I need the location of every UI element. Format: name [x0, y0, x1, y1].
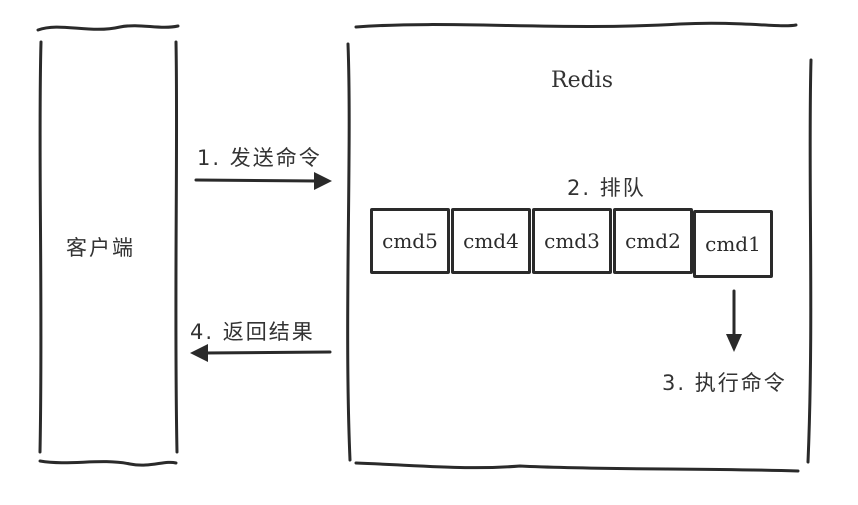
client-label: 客户端: [66, 236, 135, 260]
client-right-edge: [174, 40, 179, 454]
step-queue-label: 2. 排队: [567, 176, 646, 200]
queue-item-cmd1: cmd1: [693, 210, 773, 278]
redis-left-edge: [346, 42, 352, 462]
client-bottom-edge: [38, 459, 178, 467]
queue-item-label: cmd1: [705, 232, 761, 256]
redis-box: [346, 21, 813, 473]
redis-label: Redis: [551, 68, 613, 93]
return-arrow: [190, 344, 332, 362]
client-left-edge: [38, 40, 43, 454]
queue-item-label: cmd4: [463, 229, 519, 253]
step-execute-label: 3. 执行命令: [662, 371, 787, 395]
execute-arrow: [726, 289, 742, 352]
client-column: [36, 24, 180, 467]
queue-item-label: cmd3: [544, 229, 600, 253]
queue-item-cmd3: cmd3: [532, 208, 612, 274]
send-arrow: [194, 172, 332, 190]
redis-right-edge: [806, 58, 813, 464]
step-send-label: 1. 发送命令: [197, 146, 322, 170]
queue-item-label: cmd5: [382, 229, 438, 253]
redis-bottom-edge: [354, 461, 800, 473]
step-return-label: 4. 返回结果: [190, 320, 315, 344]
queue-item-cmd2: cmd2: [613, 208, 693, 274]
queue-item-cmd4: cmd4: [451, 208, 531, 274]
redis-top-edge: [354, 21, 798, 29]
queue-item-label: cmd2: [625, 229, 681, 253]
queue-item-cmd5: cmd5: [370, 208, 450, 274]
client-top-edge: [36, 24, 180, 32]
